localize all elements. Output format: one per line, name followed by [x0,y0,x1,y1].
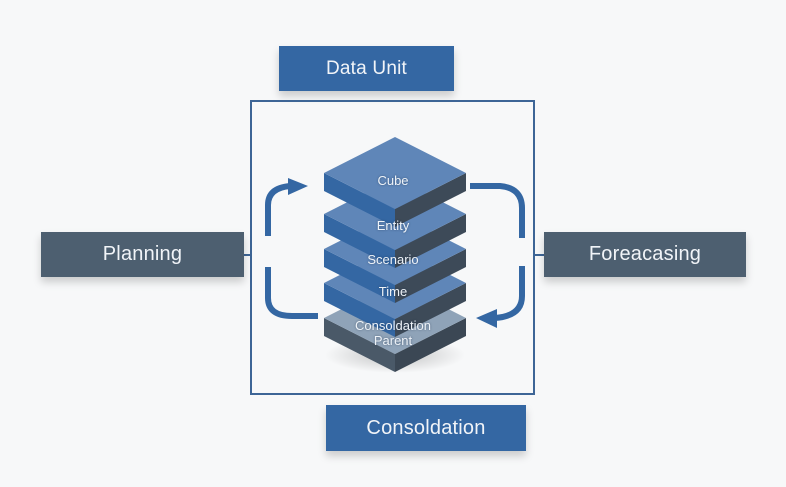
layer-label-scenario: Scenario [367,252,419,267]
layer-left-face [324,214,395,268]
forecasting-connector [535,254,544,256]
stack-layer [324,137,466,227]
planning-label: Planning [102,243,183,265]
data-unit-box: Data Unit [279,46,454,91]
right-lower-arrow [494,266,525,321]
layer-right-face [395,214,466,268]
right-upper-arrow [470,183,525,238]
planning-box: Planning [41,232,244,277]
planning-connector [244,254,252,256]
consolidation-label: Consoldation [366,416,486,439]
right-arrowhead-icon [476,309,497,328]
data-unit-label: Data Unit [325,57,407,79]
left-arrowhead-icon [288,178,308,195]
layer-label-consolidation-parent-text: Consoldation Parent [355,318,431,348]
layer-left-face [324,249,395,303]
layer-right-face [395,173,466,227]
forecasting-label: Foreacasing [588,243,702,265]
data-unit-frame [250,100,535,395]
layer-label-entity: Entity [376,218,410,233]
layer-right-face [395,249,466,303]
layer-right-face [395,283,466,337]
layer-label-cube: Cube [377,173,409,188]
layer-right-face [395,318,466,372]
layer-left-face [324,283,395,337]
layer-top-face [324,137,466,209]
left-lower-arrow [265,267,318,319]
consolidation-box: Consoldation [326,405,526,451]
left-upper-arrow [265,183,291,236]
layer-label-consolidation-parent: Consoldation Parent [318,318,468,348]
layer-left-face [324,173,395,227]
forecasting-box: Foreacasing [544,232,746,277]
layer-label-time: Time [378,284,408,299]
layer-left-face [324,318,395,372]
